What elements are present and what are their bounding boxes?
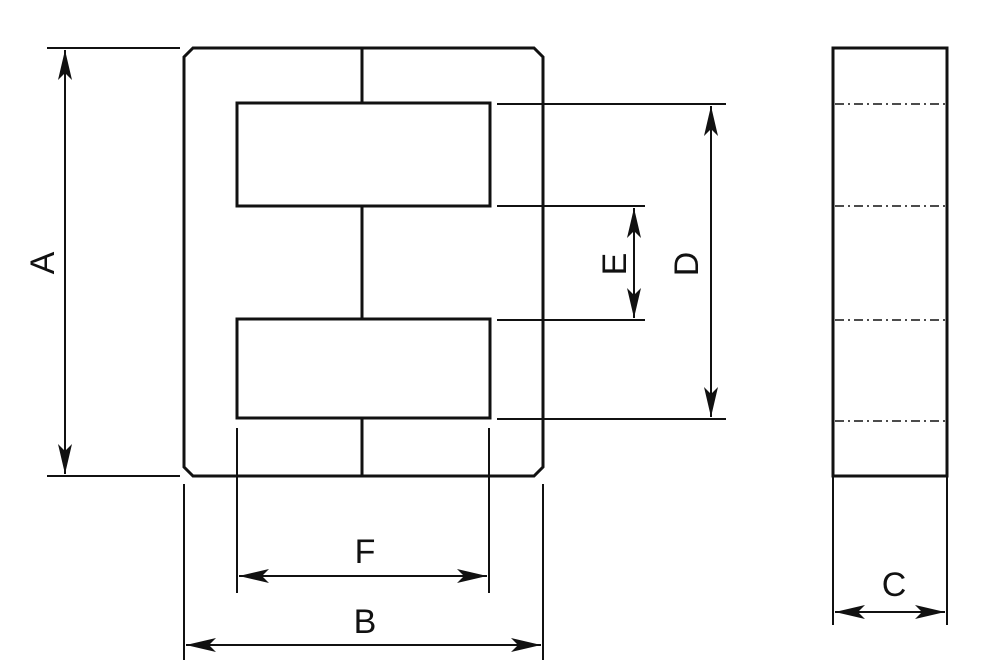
dim-e-label: E [596,253,634,276]
dim-a-label: A [24,251,62,274]
lower-window [235,317,492,420]
dim-f-label: F [355,533,376,571]
side-view-outline [831,46,949,478]
dim-c-label: C [882,566,907,604]
dim-b-label: B [354,603,377,641]
core-outline [182,46,545,478]
upper-window [235,101,492,208]
dim-d-label: D [668,252,706,277]
